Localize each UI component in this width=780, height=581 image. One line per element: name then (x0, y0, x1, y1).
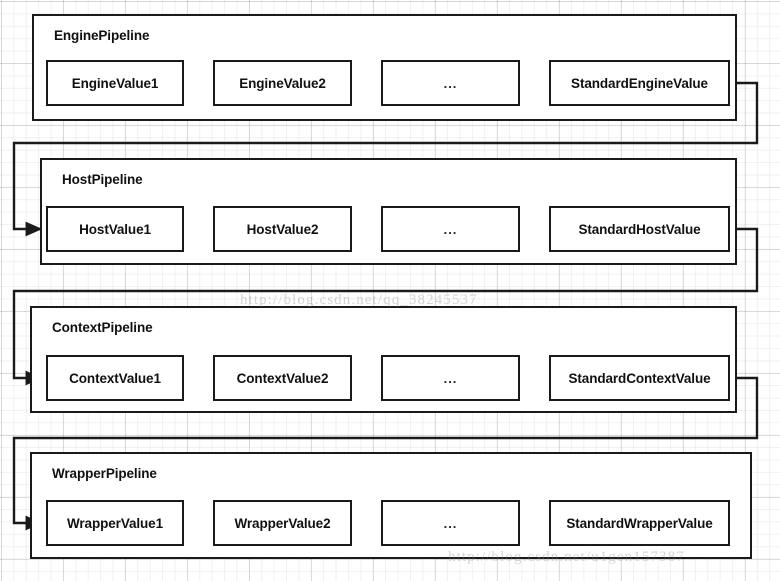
pipeline-engine-title: EnginePipeline (54, 28, 150, 43)
node-host-value-2-label: HostValue2 (246, 221, 319, 237)
node-standard-context-value[interactable]: StandardContextValue (549, 355, 730, 401)
watermark-bottom: http://blog.csdn.net/u1gen157387 (448, 549, 685, 565)
watermark-top: http://blog.csdn.net/qq_38245537 (240, 292, 478, 308)
node-context-value-1[interactable]: ContextValue1 (46, 355, 184, 401)
node-context-value-1-label: ContextValue1 (69, 370, 161, 386)
node-host-value-1[interactable]: HostValue1 (46, 206, 184, 252)
node-standard-host-value-label: StandardHostValue (578, 221, 701, 237)
node-wrapper-value-1[interactable]: WrapperValue1 (46, 500, 184, 546)
node-wrapper-ellipsis-label: ... (443, 515, 458, 531)
node-host-value-2[interactable]: HostValue2 (213, 206, 352, 252)
node-context-value-2-label: ContextValue2 (236, 370, 329, 386)
node-engine-value-1-label: EngineValue1 (71, 75, 159, 91)
node-standard-engine-value-label: StandardEngineValue (571, 75, 708, 91)
pipeline-context-title: ContextPipeline (52, 320, 153, 335)
node-standard-wrapper-value[interactable]: StandardWrapperValue (549, 500, 730, 546)
node-engine-value-1[interactable]: EngineValue1 (46, 60, 184, 106)
node-engine-value-2-label: EngineValue2 (239, 75, 326, 91)
node-standard-wrapper-value-label: StandardWrapperValue (566, 515, 713, 531)
node-host-ellipsis-label: ... (443, 221, 458, 237)
node-wrapper-value-2[interactable]: WrapperValue2 (213, 500, 352, 546)
node-wrapper-ellipsis[interactable]: ... (381, 500, 520, 546)
pipeline-wrapper-title: WrapperPipeline (52, 466, 157, 481)
node-wrapper-value-2-label: WrapperValue2 (234, 515, 331, 531)
pipeline-host-title: HostPipeline (62, 172, 143, 187)
node-host-value-1-label: HostValue1 (79, 221, 151, 237)
node-standard-host-value[interactable]: StandardHostValue (549, 206, 730, 252)
node-standard-context-value-label: StandardContextValue (568, 370, 711, 386)
node-host-ellipsis[interactable]: ... (381, 206, 520, 252)
node-context-value-2[interactable]: ContextValue2 (213, 355, 352, 401)
node-context-ellipsis-label: ... (443, 370, 458, 386)
node-standard-engine-value[interactable]: StandardEngineValue (549, 60, 730, 106)
node-engine-ellipsis-label: ... (443, 75, 458, 91)
node-context-ellipsis[interactable]: ... (381, 355, 520, 401)
node-wrapper-value-1-label: WrapperValue1 (67, 515, 163, 531)
node-engine-value-2[interactable]: EngineValue2 (213, 60, 352, 106)
node-engine-ellipsis[interactable]: ... (381, 60, 520, 106)
